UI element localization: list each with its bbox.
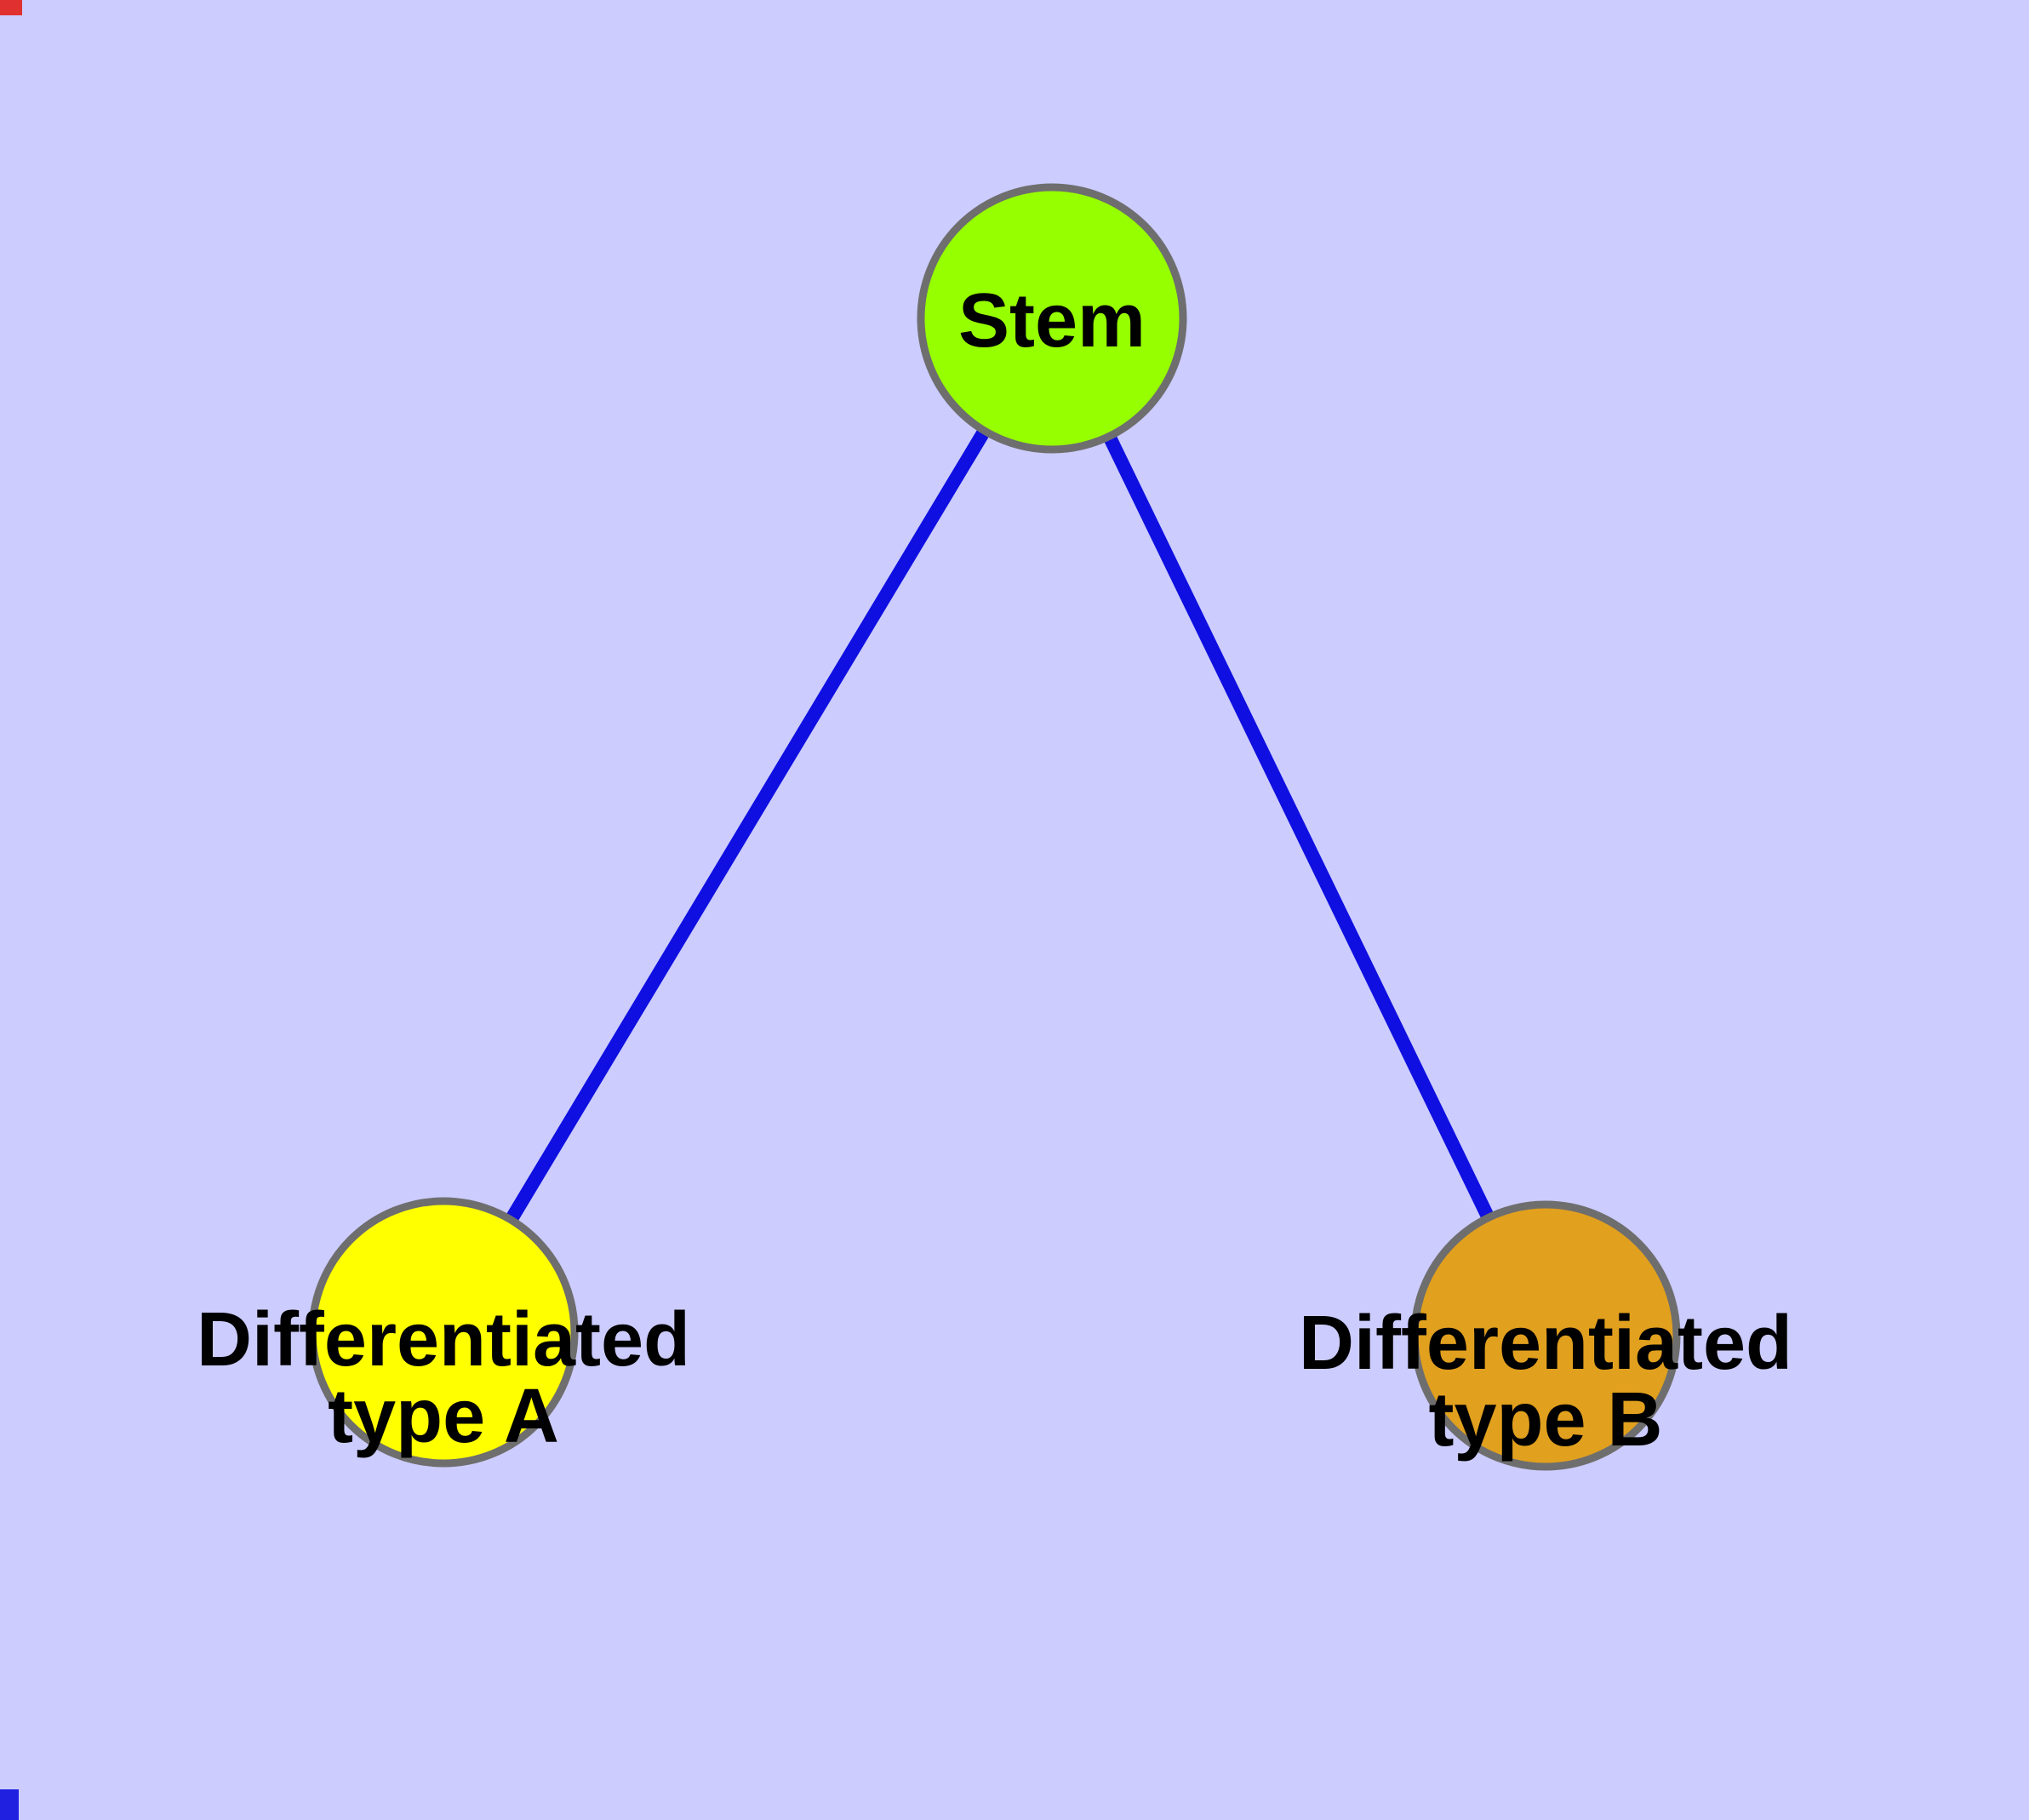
node-stem-label: Stem [958,278,1146,363]
node-differentiated-type-a [308,1197,579,1468]
node-type-b-label-line2: type B [1428,1377,1662,1462]
node-type-a-label-line1: Differentiated [197,1297,690,1382]
corner-mark-bottom-left [0,1789,19,1820]
corner-mark-top-left [0,0,22,15]
node-type-a-label-line2: type A [328,1374,559,1459]
edge-stem-to-type-a [437,314,1058,1336]
node-type-b-label-line1: Differentiated [1299,1301,1792,1386]
edge-stem-to-type-b [1045,315,1552,1339]
node-differentiated-type-b [1410,1200,1681,1471]
node-stem [917,183,1187,454]
